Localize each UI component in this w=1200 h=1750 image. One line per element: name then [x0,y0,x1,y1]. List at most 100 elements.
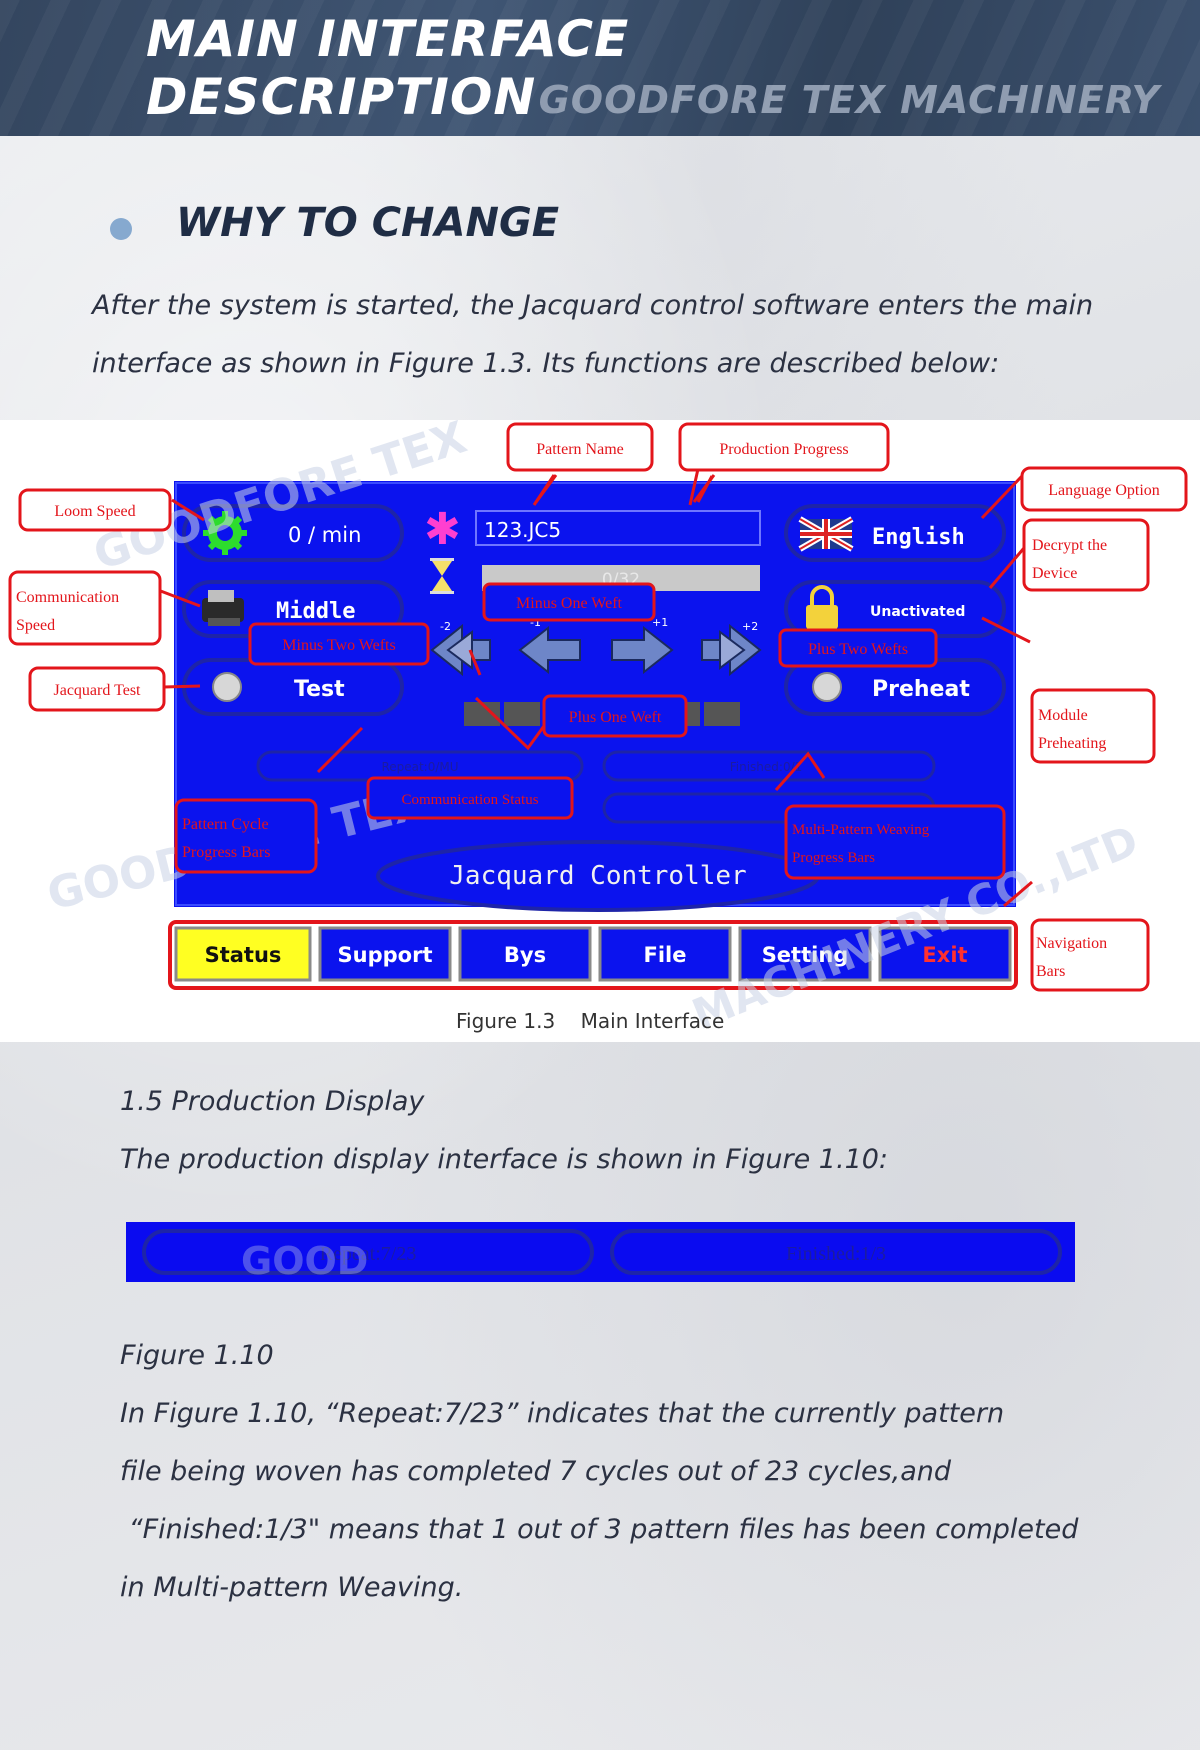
plus-one-label: +1 [652,616,668,629]
callout-communication-status: Communication Status [366,776,574,820]
device-status-value: Unactivated [870,604,965,620]
section-15-intro: The production display interface is show… [120,1144,889,1175]
svg-text:Bars: Bars [1036,963,1065,980]
svg-text:Plus Two Wefts: Plus Two Wefts [808,641,908,658]
svg-text:Speed: Speed [16,617,55,634]
nav-bys-label: Bys [504,943,546,967]
nav-status-tab[interactable] [174,926,312,982]
nav-exit-tab[interactable] [878,926,1012,982]
intro-line-1: After the system is started, the Jacquar… [92,290,1094,321]
svg-text:Decrypt the: Decrypt the [1032,537,1107,554]
printer-icon [202,590,244,626]
navigation-bar: Status Support Bys File Setting Exit [168,920,1018,990]
explanation-line-2: file being woven has completed 7 cycles … [120,1456,952,1487]
section-title: WHY TO CHANGE [176,200,560,246]
gear-icon [203,511,247,555]
multi-pattern-bar [602,750,936,782]
repeat-progress-value: Repeat:7/23 [320,1243,417,1265]
test-label: Test [294,677,345,702]
svg-text:Production Progress: Production Progress [719,441,848,458]
pattern-name-field[interactable] [475,510,761,546]
callout-pattern-cycle: Pattern Cycle Progress Bars [174,798,318,874]
nav-file-tab[interactable] [598,926,732,982]
svg-text:Device: Device [1032,565,1077,582]
figure-main-interface: 0 / min Middle Test ✱ 123. [0,420,1200,1042]
figure-production-display: Repeat:7/23 Finished:1/3 GOOD [126,1222,1075,1283]
decrypt-device-button[interactable]: Unactivated [784,580,1006,638]
callout-minus-two-wefts: Minus Two Wefts [248,622,430,666]
svg-text:Preheating: Preheating [1038,735,1106,752]
minus-two-wefts-button[interactable]: -2 [430,620,491,677]
svg-text:Pattern Cycle: Pattern Cycle [182,816,269,833]
minus-one-weft-button[interactable]: -1 [518,616,581,675]
svg-text:Communication Status: Communication Status [401,792,538,808]
nav-file-label: File [644,943,687,967]
controller-banner-text: Jacquard Controller [449,861,746,891]
preheat-indicator-icon [812,672,842,702]
callout-loom-speed: Loom Speed [18,488,172,532]
callout-decrypt-device: Decrypt the Device [1022,518,1150,592]
nav-setting-tab[interactable] [738,926,872,982]
svg-text:Progress Bars: Progress Bars [792,850,875,866]
callout-production-progress: Production Progress [678,422,890,472]
callout-minus-one-weft: Minus One Weft [482,582,656,622]
jacquard-test-button[interactable]: Test [182,658,404,716]
svg-text:Progress Bars: Progress Bars [182,844,270,861]
page-title-line2: DESCRIPTION [146,68,537,126]
callout-module-preheating: Module Preheating [1030,688,1156,764]
loom-speed-display: 0 / min [182,504,404,562]
loom-speed-value: 0 / min [288,523,361,547]
comm-speed-value: Middle [276,599,355,624]
pattern-asterisk-icon: ✱ [424,504,461,555]
nav-status-label: Status [205,943,282,967]
callout-navigation-bars: Navigation Bars [1030,918,1150,992]
figure-caption: Figure 1.3 Main Interface [456,1009,724,1033]
bullet-dot [110,218,132,240]
language-option-button[interactable]: English [784,504,1006,562]
minus-one-label: -1 [530,616,541,629]
repeat-value: Repeat:0/MU [381,760,458,774]
plus-two-label: +2 [742,620,758,633]
svg-text:Pattern Name: Pattern Name [536,441,624,458]
plus-one-weft-button[interactable]: +1 [611,616,674,675]
callout-pattern-name: Pattern Name [506,422,654,472]
hourglass-icon [430,558,454,594]
svg-text:Multi-Pattern Weaving: Multi-Pattern Weaving [792,822,930,838]
svg-text:Language Option: Language Option [1048,482,1160,499]
nav-support-label: Support [338,943,433,967]
repeat-progress-bar [142,1229,594,1275]
svg-text:Minus Two Wefts: Minus Two Wefts [282,637,395,654]
callout-communication-speed: Communication Speed [8,570,162,646]
language-value: English [872,525,965,550]
figure-110-caption: Figure 1.10 [120,1340,274,1371]
plus-two-wefts-button[interactable]: +2 [701,620,762,677]
preheat-label: Preheat [872,677,970,702]
explanation-line-4: in Multi-pattern Weaving. [120,1572,464,1603]
finished-progress-value: Finished:1/3 [786,1243,886,1265]
module-preheat-button[interactable]: Preheat [784,658,1006,716]
svg-text:Loom Speed: Loom Speed [54,503,135,520]
svg-text:Jacquard Test: Jacquard Test [54,682,142,699]
callout-jacquard-test: Jacquard Test [28,666,166,712]
explanation-line-1: In Figure 1.10, “Repeat:7/23” indicates … [120,1398,1005,1429]
nav-support-tab[interactable] [318,926,452,982]
page-title: MAIN INTERFACE DESCRIPTION [146,10,629,126]
svg-text:Module: Module [1038,707,1088,724]
nav-bys-tab[interactable] [458,926,592,982]
callout-plus-two-wefts: Plus Two Wefts [778,628,938,668]
test-indicator-icon [212,672,242,702]
svg-text:Communication: Communication [16,589,119,606]
figure110-watermark: GOOD [241,1239,368,1282]
nav-exit-label: Exit [922,943,967,967]
pattern-name-value: 123.JC5 [484,518,561,542]
nav-setting-label: Setting [762,943,849,967]
svg-text:Plus One Weft: Plus One Weft [569,709,662,726]
callout-language-option: Language Option [1020,466,1188,512]
page-title-line1: MAIN INTERFACE [146,10,630,68]
finished-value: Finished:0/1 [730,760,803,774]
callout-multi-pattern: Multi-Pattern Weaving Progress Bars [784,804,1006,880]
page-header: MAIN INTERFACE DESCRIPTION GOODFORE TEX … [0,0,1200,136]
minus-two-label: -2 [440,620,451,633]
finished-progress-bar [610,1229,1062,1275]
explanation-line-3: “Finished:1/3" means that 1 out of 3 pat… [120,1514,1079,1545]
